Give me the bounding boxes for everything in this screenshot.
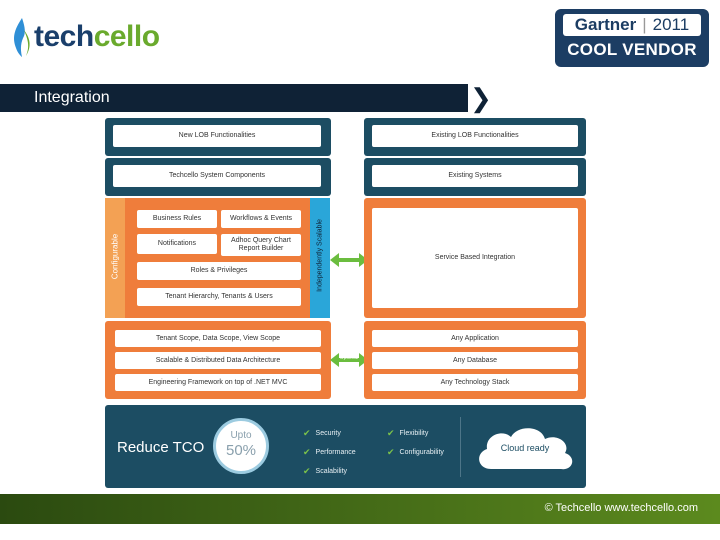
tco-gauge: Upto 50% xyxy=(213,418,269,474)
feature-scalability: ✔ Scalability xyxy=(303,466,347,477)
tco-title: Reduce TCO xyxy=(117,439,205,456)
system-components-panel: Techcello System Components xyxy=(105,158,331,196)
workflows-events-box: Workflows & Events xyxy=(221,210,301,228)
notifications-box: Notifications xyxy=(137,234,217,254)
page-title: Integration xyxy=(34,89,110,106)
gartner-badge: Gartner | 2011 COOL VENDOR xyxy=(555,9,709,67)
gauge-top-text: Upto xyxy=(230,430,252,441)
data-architecture-box: Scalable & Distributed Data Architecture xyxy=(115,352,321,369)
logo-tech-text: tech xyxy=(34,20,94,53)
feature-security: ✔ Security xyxy=(303,428,341,439)
configurable-strip: Configurable xyxy=(105,198,125,318)
gartner-badge-text: COOL VENDOR xyxy=(567,40,697,59)
reduce-tco-panel: Reduce TCO Upto 50% ✔ Security ✔ Performan… xyxy=(105,405,586,488)
tenant-scope-box: Tenant Scope, Data Scope, View Scope xyxy=(115,330,321,347)
integration-arrow xyxy=(330,253,368,267)
feature-flexibility-label: Flexibility xyxy=(399,430,429,437)
service-panel: Service Based Integration xyxy=(364,198,586,318)
check-icon: ✔ xyxy=(303,447,311,457)
new-lob-panel: New LOB Functionalities xyxy=(105,118,331,156)
feature-security-label: Security xyxy=(315,430,341,437)
feature-flexibility: ✔ Flexibility xyxy=(387,428,428,439)
scalable-strip: Independently Scalable xyxy=(310,198,330,318)
feature-configurability: ✔ Configurability xyxy=(387,447,444,458)
framework-panel: Tenant Scope, Data Scope, View Scope Sca… xyxy=(105,321,331,399)
configurable-label: Configurable xyxy=(110,233,120,280)
any-database-box: Any Database xyxy=(372,352,578,369)
business-rules-box: Business Rules xyxy=(137,210,217,228)
any-technology-box: Any Technology Stack xyxy=(372,374,578,391)
existing-systems-panel: Existing Systems xyxy=(364,158,586,196)
gauge-value-text: 50% xyxy=(225,442,257,459)
service-integration-box: Service Based Integration xyxy=(372,208,578,308)
optional-arrow xyxy=(330,353,368,367)
footer-copyright: © Techcello www.techcello.com xyxy=(544,502,698,514)
feature-scalability-label: Scalability xyxy=(315,468,348,475)
engineering-framework-box: Engineering Framework on top of .NET MVC xyxy=(115,374,321,391)
gartner-year: 2011 xyxy=(652,15,690,34)
any-panel: Any Application Any Database Any Technol… xyxy=(364,321,586,399)
new-lob-box: New LOB Functionalities xyxy=(113,125,321,147)
check-icon: ✔ xyxy=(387,447,395,457)
scalable-label: Independently Scalable xyxy=(316,219,324,292)
feature-performance-label: Performance xyxy=(315,449,356,456)
cloud-ready-text: Cloud ready xyxy=(500,443,550,453)
core-panel: Configurable Business Rules Workflows & … xyxy=(105,198,327,318)
flame-icon xyxy=(14,18,30,57)
any-application-box: Any Application xyxy=(372,330,578,347)
optional-label: Optional xyxy=(339,355,359,361)
feature-performance: ✔ Performance xyxy=(303,447,356,458)
roles-privileges-box: Roles & Privileges xyxy=(137,262,301,280)
check-icon: ✔ xyxy=(303,466,311,476)
check-icon: ✔ xyxy=(387,428,395,438)
existing-lob-panel: Existing LOB Functionalities xyxy=(364,118,586,156)
cloud-icon xyxy=(479,428,573,470)
existing-lob-box: Existing LOB Functionalities xyxy=(372,125,578,147)
divider xyxy=(460,417,461,477)
tenant-hierarchy-box: Tenant Hierarchy, Tenants & Users xyxy=(137,288,301,306)
chevron-right-icon: ❯ xyxy=(470,83,492,113)
footer-bar xyxy=(0,494,720,524)
feature-configurability-label: Configurability xyxy=(399,449,444,456)
system-components-box: Techcello System Components xyxy=(113,165,321,187)
page-title-bar: Integration xyxy=(0,84,468,112)
adhoc-query-box: Adhoc Query Chart Report Builder xyxy=(221,234,301,256)
existing-systems-box: Existing Systems xyxy=(372,165,578,187)
gartner-name: Gartner xyxy=(574,15,637,34)
logo-cello-text: cello xyxy=(93,20,160,53)
check-icon: ✔ xyxy=(303,428,311,438)
